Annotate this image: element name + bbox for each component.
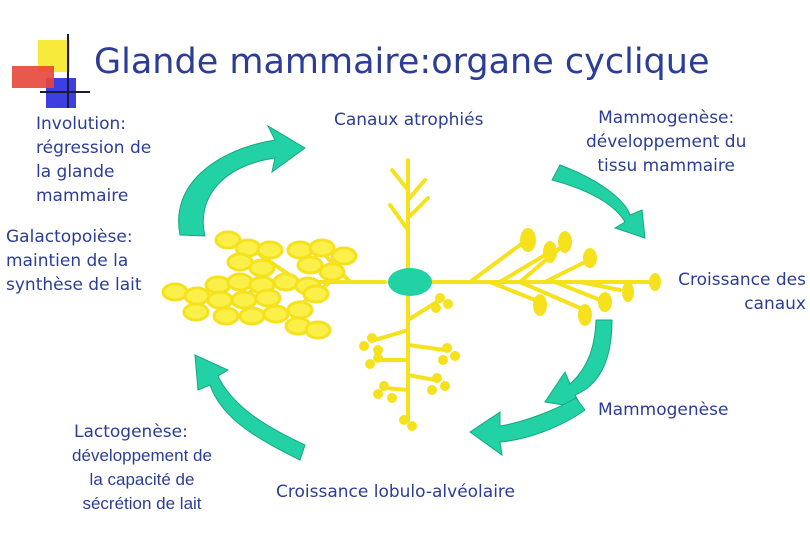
label-mammogenese-top: Mammogenèse: développement du tissu mamm… (586, 108, 747, 176)
label-mammogenese: Mammogenèse (598, 400, 729, 420)
label-lactogenese-head: Lactogenèse: (74, 422, 188, 442)
duct-buds (520, 228, 661, 326)
label-galactopoiese: Galactopoièse: maintien de la synthèse d… (6, 227, 142, 295)
alveoli (161, 230, 358, 340)
cycle-arrow-bottom-right (469, 397, 586, 457)
lobules (359, 293, 460, 431)
label-involution: Involution: régression de la glande mamm… (36, 114, 152, 206)
cycle-arrow-top-right (551, 164, 646, 239)
label-croissance-canaux: Croissance des canaux (678, 270, 806, 314)
label-croissance-lobulo: Croissance lobulo-alvéolaire (276, 482, 515, 502)
deco-red-square (12, 66, 54, 88)
page-title: Glande mammaire:organe cyclique (94, 42, 710, 82)
cycle-arrow-bottom-left (194, 354, 306, 461)
label-lactogenese-body: développement de la capacité de sécrétio… (72, 446, 212, 513)
cycle-arrow-right (544, 319, 613, 409)
nipple (388, 268, 432, 296)
title-decoration (12, 34, 90, 108)
cycle-arrow-top-left (178, 124, 306, 237)
label-canaux-atrophies: Canaux atrophiés (334, 110, 484, 130)
